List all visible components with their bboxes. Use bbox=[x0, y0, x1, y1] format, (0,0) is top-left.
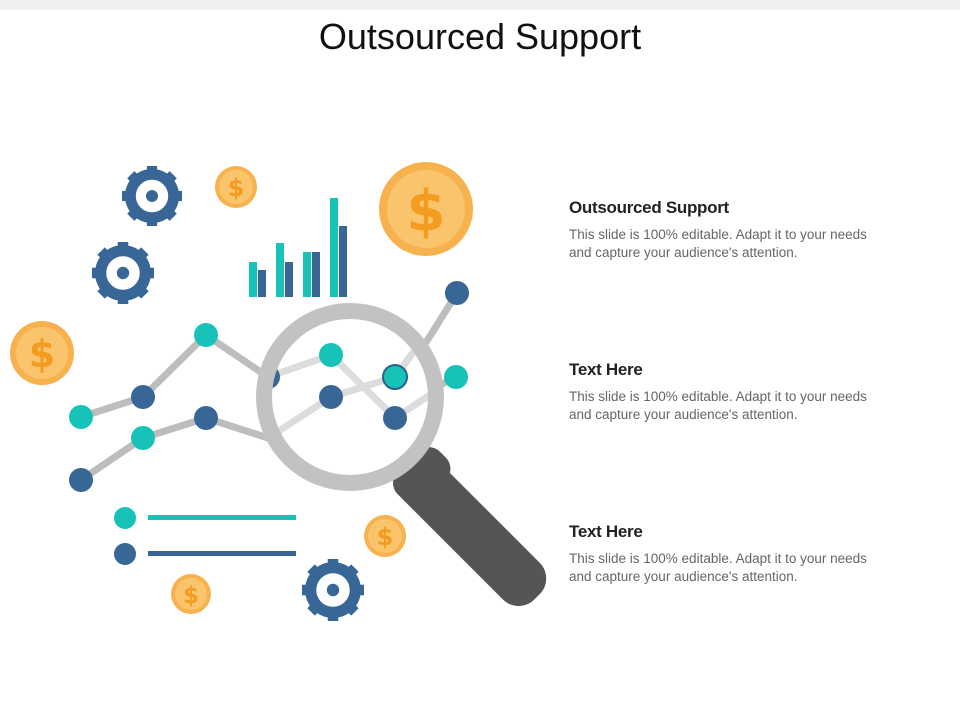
text-block-body: This slide is 100% editable. Adapt it to… bbox=[569, 389, 867, 422]
text-block-2: Text Here This slide is 100% editable. A… bbox=[569, 360, 889, 424]
text-block-heading: Outsourced Support bbox=[569, 198, 729, 217]
slide-title: Outsourced Support bbox=[318, 16, 642, 57]
dollar-coin-icon: $ bbox=[215, 166, 257, 208]
gear-icon bbox=[122, 166, 182, 226]
svg-text:$: $ bbox=[29, 332, 55, 376]
text-block-3: Text Here This slide is 100% editable. A… bbox=[569, 522, 889, 586]
svg-text:$: $ bbox=[228, 174, 245, 202]
svg-text:$: $ bbox=[183, 583, 199, 609]
text-block-outsourced-support: Outsourced Support This slide is 100% ed… bbox=[569, 198, 889, 262]
text-block-body: This slide is 100% editable. Adapt it to… bbox=[569, 551, 867, 584]
legend-icon bbox=[114, 507, 296, 565]
bar-chart-icon bbox=[249, 198, 347, 297]
gear-icon bbox=[302, 559, 364, 621]
gear-icon bbox=[92, 242, 154, 304]
text-block-body: This slide is 100% editable. Adapt it to… bbox=[569, 227, 867, 260]
dollar-coin-icon: $ bbox=[364, 515, 406, 557]
dollar-coin-icon: $ bbox=[379, 162, 473, 256]
svg-text:$: $ bbox=[377, 523, 394, 551]
dollar-coin-icon: $ bbox=[171, 574, 211, 614]
text-block-heading: Text Here bbox=[569, 360, 643, 379]
dollar-coin-icon: $ bbox=[10, 321, 74, 385]
top-strip bbox=[0, 0, 960, 10]
magnifying-glass-icon bbox=[256, 303, 547, 607]
text-block-heading: Text Here bbox=[569, 522, 643, 541]
svg-text:$: $ bbox=[407, 179, 446, 244]
